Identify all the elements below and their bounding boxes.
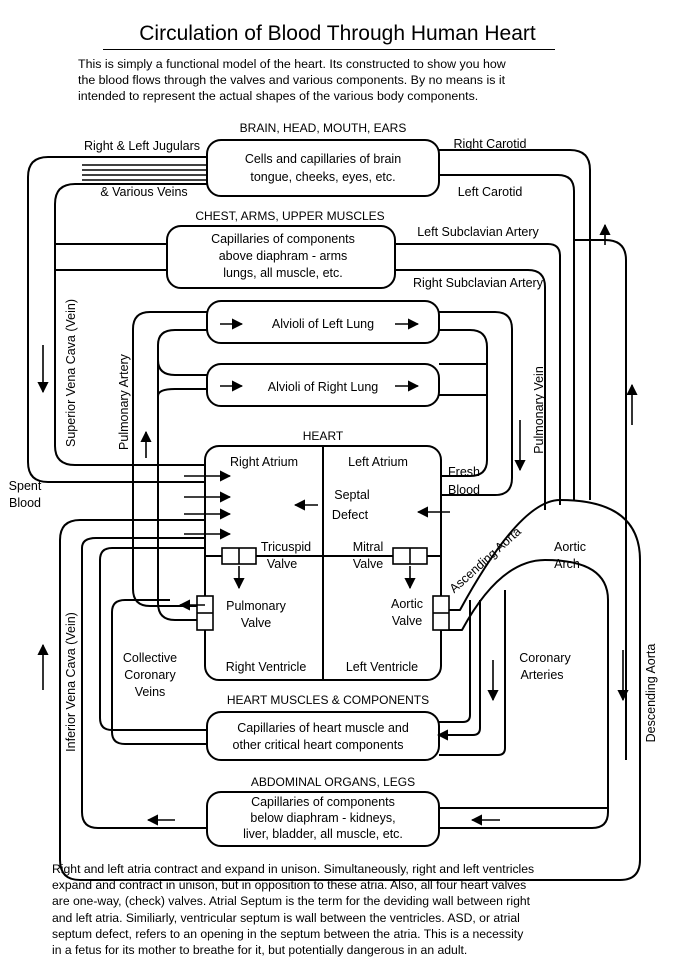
brain-box-line: tongue, cheeks, eyes, etc. [250, 170, 395, 184]
abdominal-box-line: liver, bladder, all muscle, etc. [243, 827, 403, 841]
footer-line: and left atria. Similiarly, ventricular … [52, 910, 520, 925]
chest-box-line: Capillaries of components [211, 232, 355, 246]
abdominal-heading: ABDOMINAL ORGANS, LEGS [251, 775, 415, 789]
pulmonary-artery-inner [157, 329, 207, 621]
chest-capillary-box [166, 225, 396, 289]
inferior-vena-cava-inner [81, 537, 207, 829]
footer-text: Right and left atria contract and expand… [52, 861, 652, 958]
title-underline [103, 49, 555, 50]
footer-line: are one-way, (check) valves. Atrial Sept… [52, 894, 531, 909]
mitral-label: Valve [353, 557, 383, 571]
pulmonary-artery-outer [132, 311, 207, 607]
right-lung-label: Alvioli of Right Lung [268, 380, 379, 394]
aortic-arch-label: Arch [554, 557, 580, 571]
superior-vena-cava-label: Superior Vena Cava (Vein) [64, 299, 78, 447]
abdominal-box-line: below diaphram - kidneys, [250, 811, 395, 825]
left-lung-box [206, 300, 440, 344]
aortic-valve-label: Aortic [391, 597, 423, 611]
jugulars-label: Right & Left Jugulars [84, 139, 200, 153]
intro-line: intended to represent the actual shapes … [78, 89, 479, 103]
intro-line: This is simply a functional model of the… [78, 57, 506, 71]
brain-box-line: Cells and capillaries of brain [245, 152, 401, 166]
left-subclavian-label: Left Subclavian Artery [417, 225, 539, 239]
coronary-artery [439, 600, 481, 736]
chest-heading: CHEST, ARMS, UPPER MUSCLES [195, 209, 384, 223]
right-carotid-artery [439, 149, 591, 500]
septal-defect-label: Septal [334, 488, 369, 502]
coronary-artery [439, 600, 471, 723]
inferior-vena-cava-label: Inferior Vena Cava (Vein) [64, 612, 78, 752]
left-atrium-label: Left Atrium [348, 455, 408, 469]
tricuspid-label: Valve [267, 557, 297, 571]
brain-heading: BRAIN, HEAD, MOUTH, EARS [240, 121, 407, 135]
left-carotid-artery [439, 174, 575, 500]
mitral-label: Mitral [353, 540, 384, 554]
fresh-blood-label: Blood [448, 483, 480, 497]
aortic-arch-label: Aortic [554, 540, 586, 554]
coronary-arteries-label: Arteries [520, 668, 563, 682]
coronary-vein [99, 547, 207, 731]
right-lung-box [206, 363, 440, 407]
heart-heading: HEART [303, 429, 344, 443]
collective-coronary-label: Collective [123, 651, 177, 665]
septal-defect-label: Defect [332, 508, 369, 522]
pulmonary-artery-branch [157, 359, 207, 376]
chest-box-line: lungs, all muscle, etc. [223, 266, 343, 280]
right-carotid-label: Right Carotid [454, 137, 527, 151]
aortic-arch-outer [59, 499, 641, 881]
footer-line: expand and contract in unison, but in op… [52, 878, 527, 893]
pulmonary-artery-label: Pulmonary Artery [117, 353, 131, 450]
collective-coronary-label: Coronary [124, 668, 176, 682]
pulmonary-vein-label: Pulmonary Vein [532, 366, 546, 454]
pulmonary-vein-inner [439, 329, 488, 477]
abdominal-capillary-box [206, 791, 440, 847]
pulmonary-valve-label: Pulmonary [226, 599, 286, 613]
coronary-arteries-label: Coronary [519, 651, 571, 665]
right-ventricle-label: Right Ventricle [226, 660, 307, 674]
ascending-aorta-label: Ascending Aorta [447, 524, 524, 595]
right-subclavian-label: Right Subclavian Artery [413, 276, 544, 290]
aortic-valve-label: Valve [392, 614, 422, 628]
pulmonary-artery-branch [157, 388, 207, 397]
brain-capillary-box [206, 139, 440, 197]
left-carotid-label: Left Carotid [458, 185, 523, 199]
pulmonary-vein-outer [439, 311, 513, 496]
pulmonary-valve-label: Valve [241, 616, 271, 630]
descending-aorta-label: Descending Aorta [644, 644, 658, 743]
right-atrium-label: Right Atrium [230, 455, 298, 469]
intro-line: the blood flows through the valves and v… [78, 73, 506, 87]
fresh-blood-label: Fresh [448, 465, 480, 479]
left-lung-label: Alvioli of Left Lung [272, 317, 374, 331]
coronary-vein [111, 599, 207, 745]
footer-line: in a fetus for its mother to breathe for… [52, 943, 468, 958]
superior-vena-cava-outer [27, 156, 207, 483]
spent-blood-label: Spent [9, 479, 42, 493]
heart-muscles-box-line: other critical heart components [233, 738, 404, 752]
superior-vena-cava-inner [54, 183, 207, 466]
footer-line: Right and left atria contract and expand… [52, 862, 535, 876]
right-subclavian-artery [395, 269, 546, 510]
spent-blood-label: Blood [9, 496, 41, 510]
left-subclavian-artery [395, 243, 561, 505]
chest-box-line: above diaphram - arms [219, 249, 348, 263]
descending-aorta-right [574, 239, 627, 760]
heart-muscles-box-line: Capillaries of heart muscle and [237, 721, 409, 735]
intro-text: This is simply a functional model of the… [78, 56, 618, 104]
aortic-arch-inner [439, 559, 609, 829]
footer-line: septum defect, refers to an opening in t… [52, 926, 524, 941]
heart-muscle-capillary-box [206, 711, 440, 761]
collective-coronary-label: Veins [135, 685, 166, 699]
various-veins-label: & Various Veins [100, 185, 187, 199]
tricuspid-label: Tricuspid [261, 540, 311, 554]
heart-muscles-heading: HEART MUSCLES & COMPONENTS [227, 693, 429, 707]
left-ventricle-label: Left Ventricle [346, 660, 418, 674]
diagram-title: Circulation of Blood Through Human Heart [139, 22, 536, 45]
abdominal-box-line: Capillaries of components [251, 795, 395, 809]
coronary-artery [439, 590, 506, 756]
